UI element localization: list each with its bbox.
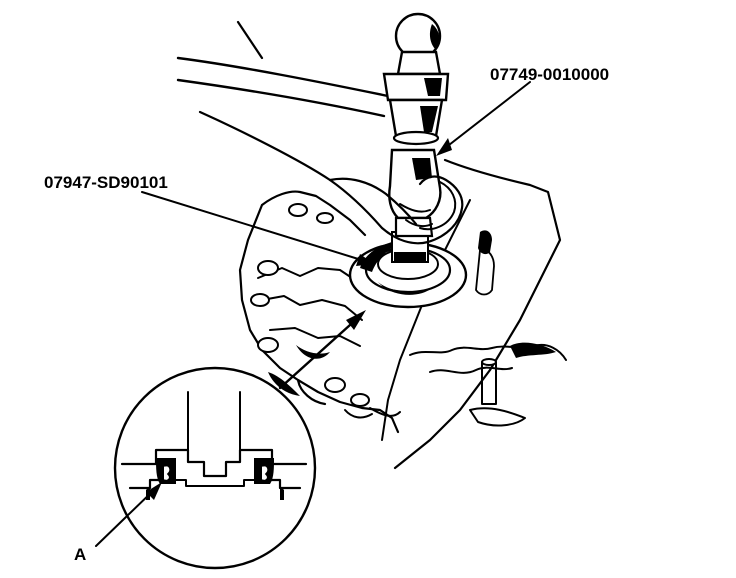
- hand-grip: [198, 110, 464, 245]
- label-driver-handle: 07749-0010000: [490, 65, 609, 84]
- driver-handle: [388, 148, 442, 238]
- hammer-handle: [176, 56, 390, 118]
- label-seal-a: A: [74, 545, 86, 564]
- leader-detail: [278, 314, 362, 390]
- leader-lines: [95, 81, 531, 547]
- transmission-housing: [238, 190, 400, 434]
- housing-shadow-1: [296, 345, 330, 359]
- housing-bolt-bosses: [250, 203, 370, 407]
- leader-installer: [141, 191, 369, 263]
- label-installer: 07947-SD90101: [44, 173, 168, 192]
- hammer-handle-end: [236, 20, 264, 60]
- hammer-neck: [396, 50, 442, 76]
- detail-circle: [113, 366, 317, 570]
- leader-seal-a: [95, 487, 157, 547]
- leader-driver-handle: [439, 81, 531, 153]
- detail-view: [113, 366, 317, 570]
- hammer: [176, 12, 450, 146]
- housing-outline: [238, 190, 400, 434]
- installer-tool: [348, 231, 468, 309]
